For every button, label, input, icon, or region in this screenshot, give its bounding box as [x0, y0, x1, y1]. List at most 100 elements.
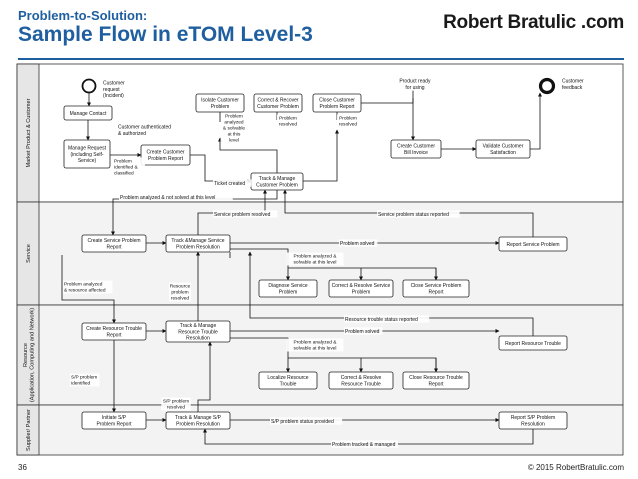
- annotation-backdrop: [339, 239, 378, 247]
- process-box-initiate-sp-problem-report: [81, 411, 147, 430]
- annotation-service-analyzed-solvable: Problem analyzed &solvable at this level: [294, 254, 338, 266]
- process-box-localize-resource-trouble: [258, 371, 318, 390]
- page-number: 36: [18, 463, 27, 472]
- process-label-report-service-problem: Report Service Problem: [506, 242, 559, 248]
- swimlane-label: Supplier/ Partner: [26, 409, 32, 451]
- annotation-backdrop: [213, 210, 278, 218]
- page-title: Sample Flow in eTOM Level-3: [18, 23, 313, 46]
- process-box-track-manage-sp-problem-resolution: [165, 411, 231, 430]
- process-box-report-sp-problem-resolution: [498, 411, 568, 430]
- swimlane-label-cell: [16, 404, 40, 456]
- annotation-backdrop: [331, 440, 398, 448]
- flow-connector: [303, 129, 339, 182]
- annotation-backdrop: [286, 338, 344, 352]
- annotation-backdrop: [397, 77, 433, 91]
- process-box-report-service-problem: [498, 236, 568, 252]
- process-box-isolate-customer-problem: [195, 93, 245, 113]
- annotation-backdrop: [337, 114, 359, 128]
- annotation-backdrop: [270, 417, 343, 425]
- process-box-report-resource-trouble: [498, 335, 568, 351]
- end-event-icon: [538, 77, 556, 95]
- process-label-manage-request: Manage Request(including Self-Service): [68, 146, 107, 164]
- flow-connector: [230, 248, 290, 281]
- swimlane-label: Service: [26, 244, 32, 263]
- process-box-create-customer-problem-report: [140, 144, 191, 166]
- annotation-resource-trouble-status: Resource trouble status reported: [345, 317, 418, 323]
- annotation-ticket-created: Ticket created: [214, 181, 245, 187]
- process-box-diagnose-service-problem: [258, 279, 318, 298]
- annotation-service-problem-resolved: Service problem resolved: [214, 212, 271, 218]
- annotation-backdrop: [119, 193, 233, 201]
- annotation-customer-authenticated: Customer authenticated& authorized: [118, 125, 171, 137]
- annotation-service-problem-status-reported: Service problem status reported: [378, 212, 449, 218]
- annotation-sp-status-provided: S/P problem status provided: [271, 419, 334, 425]
- process-box-validate-customer-satisfaction: [475, 139, 531, 159]
- annotation-backdrop: [277, 114, 299, 128]
- annotation-backdrop: [113, 157, 145, 177]
- annotation-problem-solved-1: Problem solved: [340, 241, 375, 247]
- annotation-backdrop: [344, 315, 430, 323]
- process-box-close-resource-trouble-report: [402, 371, 470, 390]
- process-label-manage-contact: Manage Contact: [70, 111, 107, 117]
- annotation-backdrop: [377, 210, 460, 218]
- process-box-create-customer-bill-invoice: [390, 139, 442, 159]
- process-box-manage-request: [63, 139, 111, 169]
- process-box-create-service-problem-report: [81, 234, 147, 253]
- process-box-close-customer-problem-report: [312, 93, 362, 113]
- process-box-close-service-problem-report: [402, 279, 470, 298]
- process-label-report-resource-trouble: Report Resource Trouble: [505, 341, 561, 347]
- flow-connector: [218, 137, 278, 173]
- brand-logo-text: Robert Bratulic .com: [443, 12, 624, 33]
- annotation-resource-affected: Problem analyzed& resource affected: [64, 282, 106, 294]
- resource-affected-connector: [61, 255, 116, 324]
- annotation-backdrop: [117, 123, 177, 137]
- sp-resolved-connector: [197, 341, 212, 412]
- swimlane-3: [16, 304, 624, 406]
- annotation-not-solved: Problem analyzed & not solved at this le…: [120, 195, 215, 201]
- annotation-backdrop: [169, 282, 191, 302]
- annotation-problem-solved-2: Problem solved: [345, 329, 380, 335]
- process-box-create-resource-trouble-report: [81, 322, 147, 341]
- annotation-backdrop: [63, 280, 113, 294]
- process-box-correct-recover-customer-problem: [253, 93, 303, 113]
- annotation-backdrop: [344, 327, 383, 335]
- flow-connector: [530, 92, 542, 150]
- process-box-track-manage-resource-trouble-resolution: [165, 320, 231, 343]
- process-box-manage-contact: [63, 105, 113, 121]
- swimlane-label: Market Product & Customer: [26, 98, 32, 167]
- process-box-track-manage-service-problem-resolution: [165, 234, 231, 253]
- annotation-backdrop: [161, 397, 191, 411]
- annotation-resource-analyzed-solvable: Problem analyzed &solvable at this level: [294, 340, 338, 352]
- flow-connector: [230, 337, 290, 373]
- process-box-correct-resolve-resource-trouble: [328, 371, 394, 390]
- start-event-icon: [81, 78, 97, 94]
- annotation-backdrop: [70, 373, 100, 387]
